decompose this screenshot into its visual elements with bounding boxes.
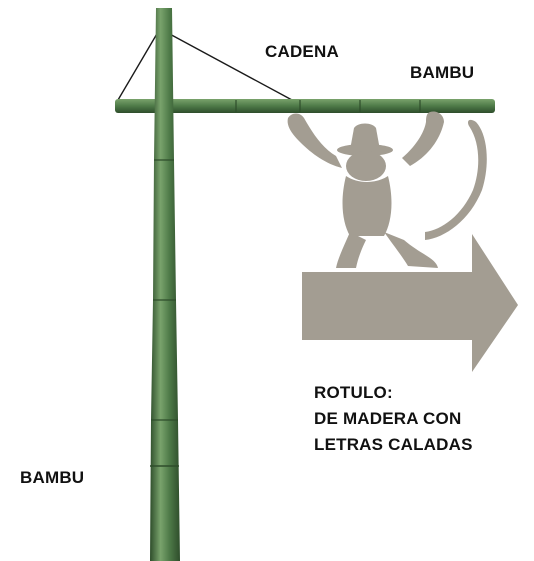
bamboo-crossbar bbox=[115, 99, 495, 113]
sign-description-line-3: LETRAS CALADAS bbox=[314, 435, 473, 454]
arrow-sign-icon bbox=[302, 234, 518, 372]
post-bamboo-label: BAMBU bbox=[20, 468, 85, 487]
crossbar-bamboo-label: BAMBU bbox=[410, 63, 475, 82]
sign-description-line-2: DE MADERA CON bbox=[314, 409, 462, 428]
monkey-silhouette-icon bbox=[287, 111, 487, 268]
bamboo-post bbox=[150, 8, 180, 561]
sign-description: ROTULO: DE MADERA CON LETRAS CALADAS bbox=[314, 380, 473, 458]
sign-description-line-1: ROTULO: bbox=[314, 383, 393, 402]
chain-label: CADENA bbox=[265, 42, 339, 61]
